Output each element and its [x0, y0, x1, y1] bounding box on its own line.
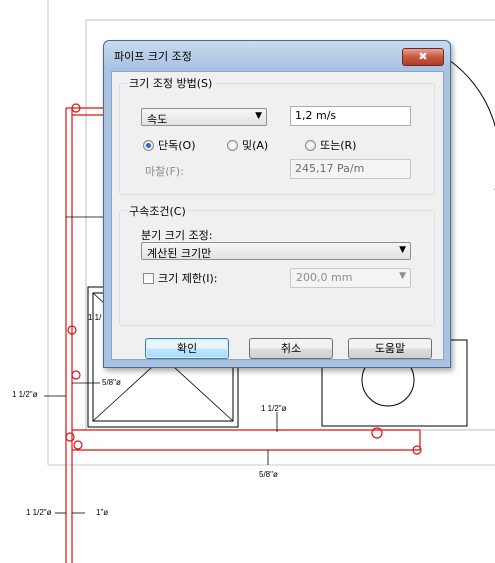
dialog-title: 파이프 크기 조정: [114, 50, 192, 63]
friction-label: 마찰(F):: [145, 165, 184, 178]
friction-input[interactable]: 245,17 Pa/m: [290, 159, 411, 179]
chevron-down-icon: ▼: [399, 271, 406, 281]
sizing-method-dropdown[interactable]: 속도 ▼: [141, 108, 267, 126]
size-limit-label: 크기 제한(I):: [158, 272, 218, 285]
dimension-label: 5/8"ø: [259, 470, 278, 479]
radio-only-label: 단독(O): [158, 139, 196, 152]
sizing-method-group-label: 크기 조정 방법(S): [127, 75, 215, 91]
sizing-method-value: 속도: [147, 113, 168, 126]
constraints-group-label: 구속조건(C): [127, 203, 188, 219]
dimension-label: 1 1/2"ø: [261, 404, 287, 413]
dimension-label: 1 1/2"ø: [12, 390, 38, 399]
dimension-label: 1 1/: [88, 313, 102, 322]
dimension-label: 1"ø: [96, 508, 109, 517]
chevron-down-icon: ▼: [255, 111, 262, 121]
branch-sizing-label: 분기 크기 조정:: [141, 229, 213, 242]
dialog-client: 크기 조정 방법(S) 속도 ▼ 1,2 m/s 단독(O) 및(A) 또는(R…: [111, 71, 444, 360]
velocity-input[interactable]: 1,2 m/s: [290, 106, 411, 126]
help-button[interactable]: 도움말: [348, 338, 432, 359]
dialog-titlebar[interactable]: 파이프 크기 조정 ✖: [104, 41, 450, 69]
chevron-down-icon: ▼: [399, 245, 406, 255]
size-limit-dropdown[interactable]: 200,0 mm ▼: [290, 268, 411, 288]
size-limit-checkbox[interactable]: 크기 제한(I):: [143, 270, 218, 286]
radio-on-icon: [143, 139, 154, 151]
sizing-method-group: [119, 83, 435, 195]
radio-or[interactable]: 또는(R): [305, 137, 356, 153]
constraints-group: [119, 210, 435, 326]
radio-or-label: 또는(R): [320, 139, 357, 152]
dimension-label: 5/8"ø: [102, 378, 121, 387]
radio-and-label: 및(A): [242, 139, 269, 152]
radio-off-icon: [305, 139, 316, 151]
branch-sizing-dropdown[interactable]: 계산된 크기만 ▼: [141, 242, 411, 260]
size-limit-value: 200,0 mm: [296, 271, 353, 284]
pipe-sizing-dialog: 파이프 크기 조정 ✖ 크기 조정 방법(S) 속도 ▼ 1,2 m/s 단독(…: [103, 40, 451, 368]
radio-off-icon: [227, 139, 238, 151]
branch-sizing-value: 계산된 크기만: [147, 247, 212, 260]
close-icon: ✖: [418, 50, 428, 63]
radio-only[interactable]: 단독(O): [143, 137, 195, 153]
checkbox-icon: [143, 272, 154, 284]
ok-button[interactable]: 확인: [145, 338, 229, 359]
cancel-button[interactable]: 취소: [249, 338, 333, 359]
radio-and[interactable]: 및(A): [227, 137, 268, 153]
close-button[interactable]: ✖: [402, 48, 444, 66]
dimension-label: 1 1/2"ø: [26, 508, 52, 517]
